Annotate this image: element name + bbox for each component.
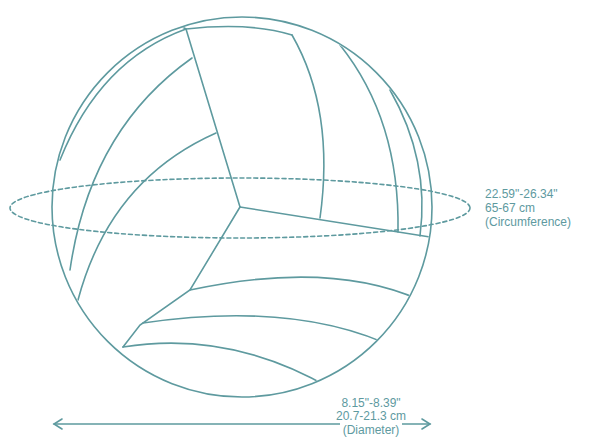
- ball-outline: [52, 17, 432, 397]
- circumference-inches: 22.59"-26.34": [485, 187, 558, 201]
- circumference-caption: (Circumference): [485, 215, 571, 229]
- diameter-inches: 8.15"-8.39": [338, 396, 403, 410]
- circumference-cm: 65-67 cm: [485, 201, 535, 215]
- diameter-cm: 20.7-21.3 cm: [333, 409, 409, 423]
- panel-seams: [60, 18, 430, 388]
- circumference-ellipse: [10, 178, 470, 238]
- diameter-caption: (Diameter): [340, 423, 403, 437]
